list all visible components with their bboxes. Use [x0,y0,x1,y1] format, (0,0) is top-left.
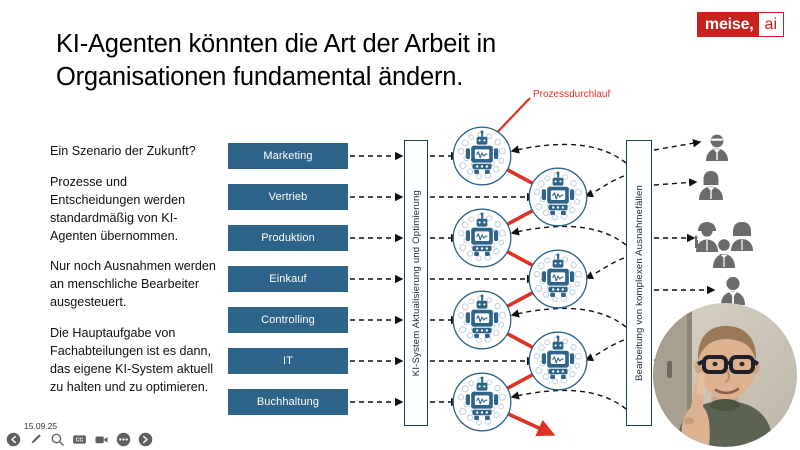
logo-name: meise, [697,13,759,36]
forward-icon[interactable] [136,430,155,449]
meise-ai-logo: meise, ai [696,12,784,37]
narrative-paragraph: Prozesse und Entscheidungen werden stand… [50,174,186,243]
search-icon[interactable] [48,430,67,449]
ai-agent-node [528,331,588,391]
narrative-paragraph: Nur noch Ausnahmen werden an menschliche… [50,259,216,310]
narrative-paragraph: Ein Szenario der Zukunft? [50,144,196,158]
title-line-1: KI-Agenten könnten die Art der Arbeit in [56,30,496,58]
ki-system-optimization-bar: KI-System Aktualisierung und Optimierung [404,140,428,426]
presentation-toolbar: CC [4,430,155,449]
exception-handling-bar: Bearbeitung von komplexen Ausnahmefällen [626,140,652,426]
camera-icon[interactable] [92,430,111,449]
exception-handling-label: Bearbeitung von komplexen Ausnahmefällen [633,185,645,381]
ai-agent-node [452,208,512,268]
person-agent-icon [697,170,725,205]
presenter-video-bubble[interactable] [653,303,797,447]
narrative-text: Ein Szenario der Zukunft? Prozesse und E… [50,143,220,397]
pen-icon[interactable] [26,430,45,449]
person-executive-icon [719,275,747,310]
process-label-leader [487,97,531,143]
department-box-marketing: Marketing [228,143,348,169]
process-flow-exit-arrow [480,400,556,437]
person-manager-icon [704,133,730,166]
dept-to-kisystem-connectors [350,151,404,407]
logo-tld: ai [758,13,783,36]
department-box-it: IT [228,348,348,374]
process-flow-path [478,154,562,404]
process-run-label: Prozessdurchlauf [533,89,611,100]
ki-system-optimization-label: KI-System Aktualisierung und Optimierung [410,189,422,377]
page-title: KI-Agenten könnten die Art der Arbeit in… [56,28,576,93]
department-box-buchhaltung: Buchhaltung [228,389,348,415]
exception-return-connectors [510,143,627,410]
department-box-controlling: Controlling [228,307,348,333]
ai-agent-node [452,126,512,186]
back-icon[interactable] [4,430,23,449]
ai-agent-node [452,372,512,432]
ai-agent-node [452,290,512,350]
department-box-einkauf: Einkauf [228,266,348,292]
svg-text:CC: CC [76,437,84,443]
more-options-icon[interactable] [114,430,133,449]
ai-agent-node [528,249,588,309]
closed-captions-icon[interactable]: CC [70,430,89,449]
department-box-vertrieb: Vertrieb [228,184,348,210]
title-line-2: Organisationen fundamental ändern. [56,62,464,91]
agent-to-exception-connectors [584,175,625,362]
ai-agent-node [528,167,588,227]
narrative-paragraph: Die Hauptaufgabe von Fachabteilungen ist… [50,326,214,394]
slide-date: 15.09.25 [24,421,58,431]
kisystem-to-agent-connectors [430,151,536,407]
person-team-icon [694,218,756,273]
department-box-produktion: Produktion [228,225,348,251]
